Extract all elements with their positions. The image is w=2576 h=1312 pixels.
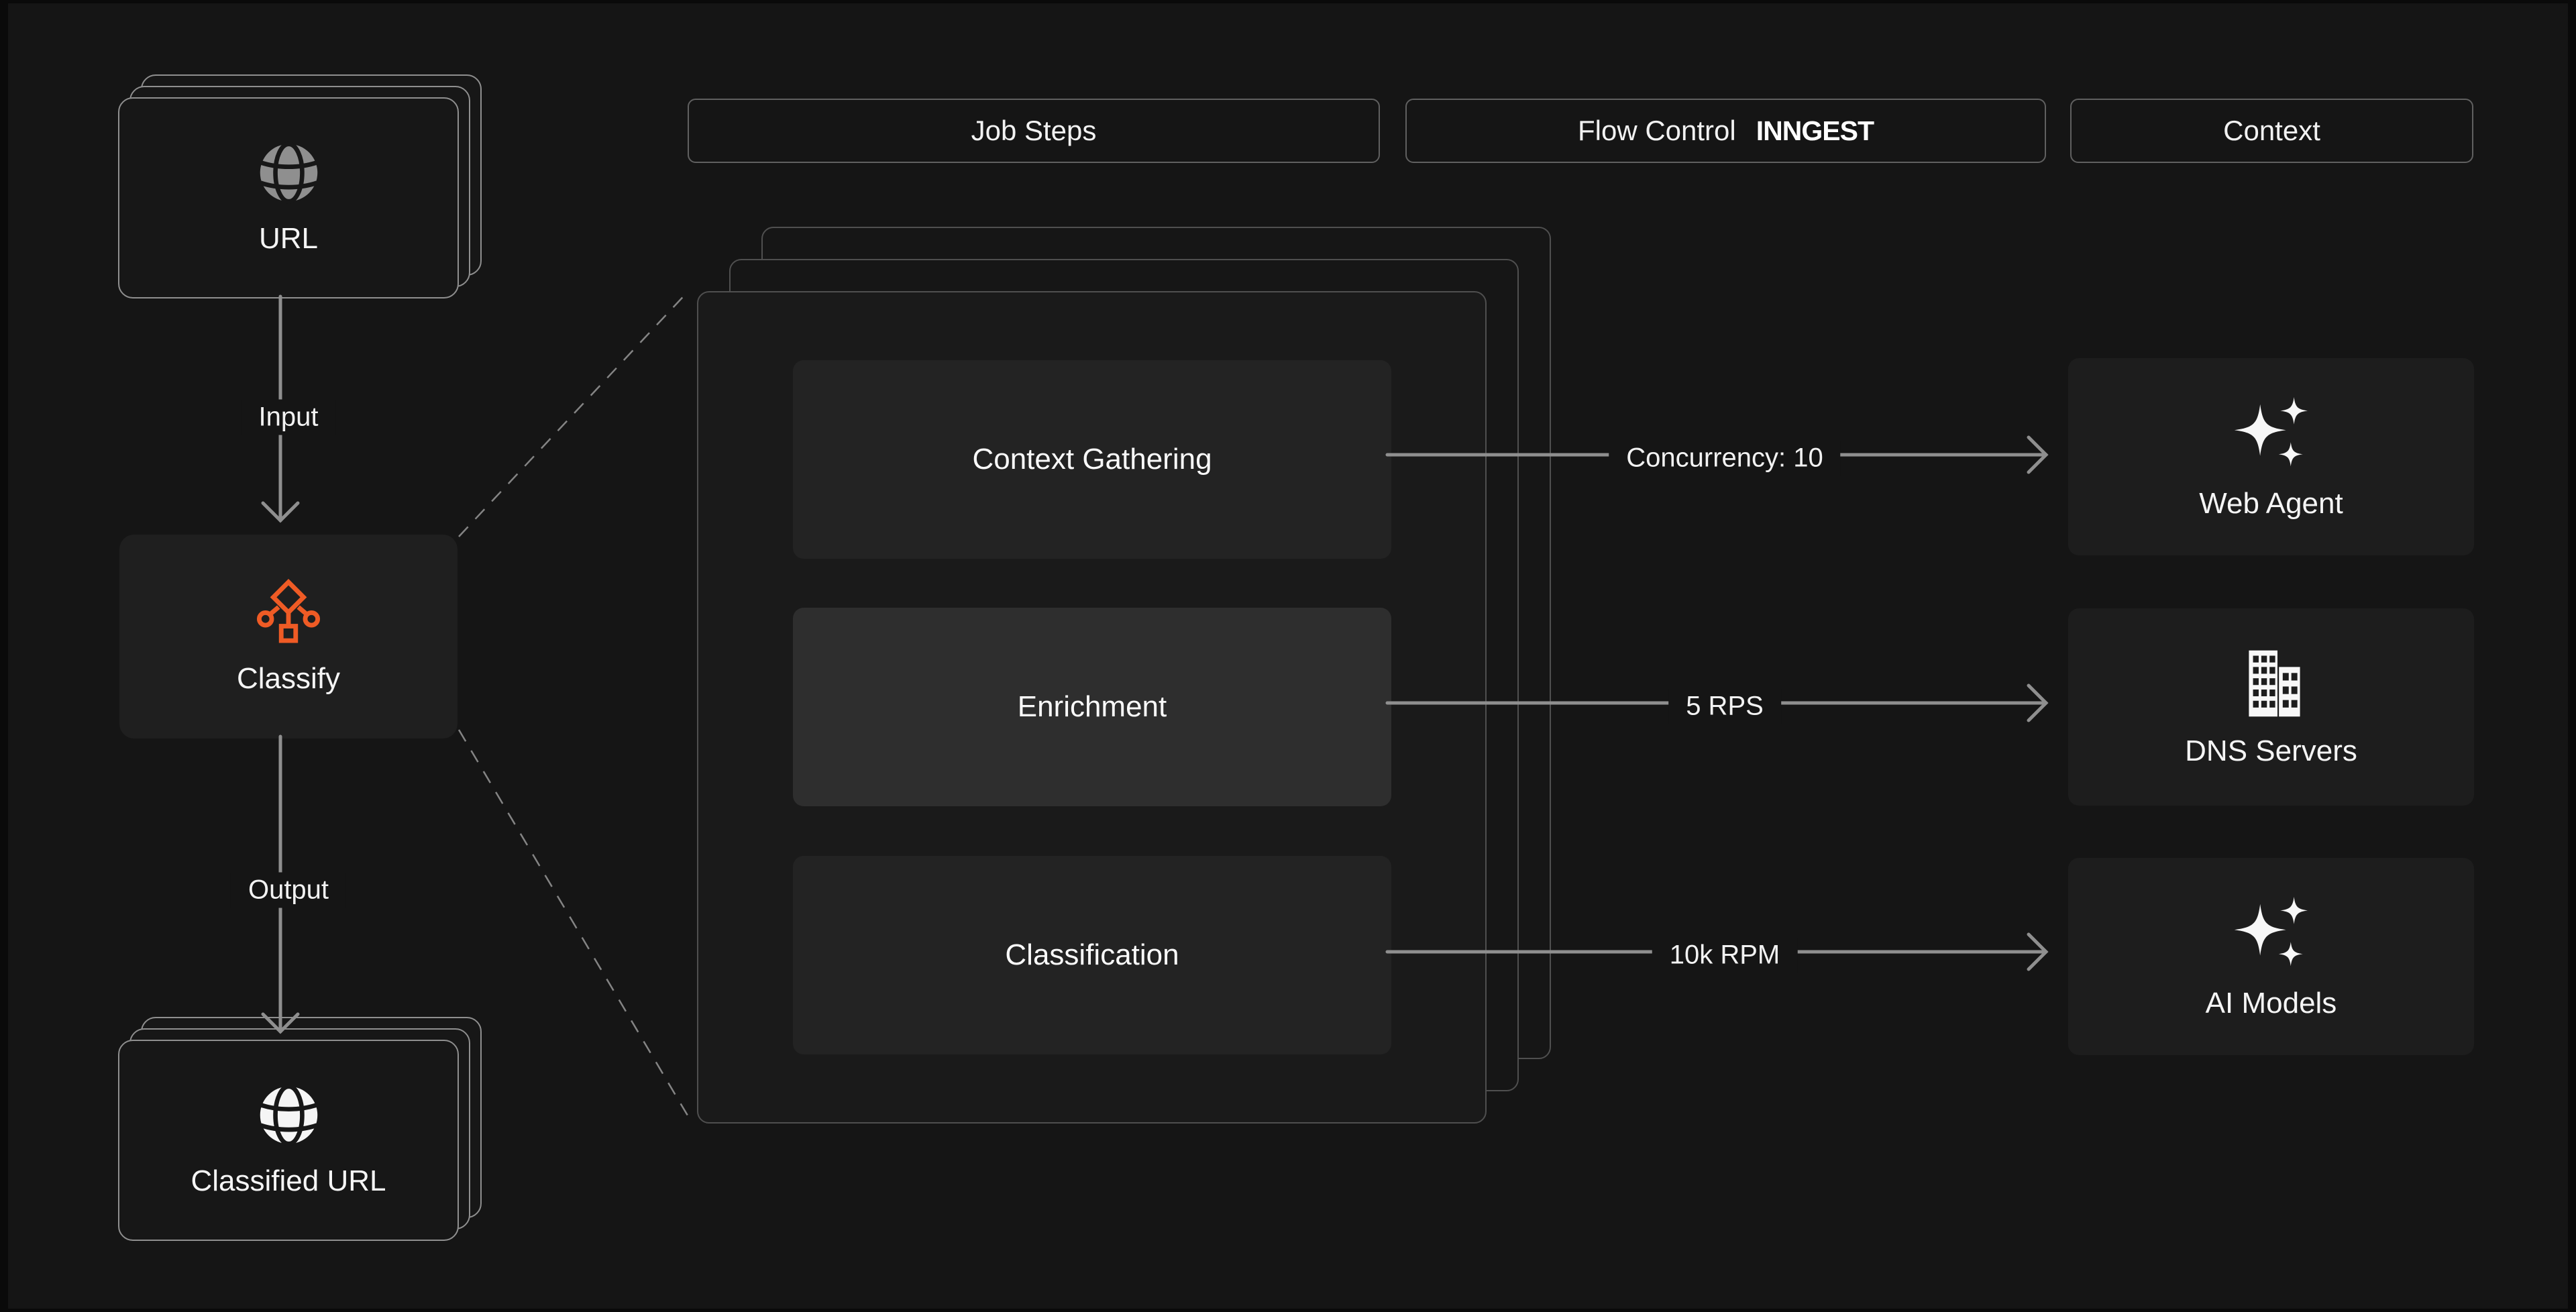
diagram-canvas: URL Classify — [8, 3, 2568, 1309]
classified-url-card-title: Classified URL — [191, 1164, 386, 1197]
globe-icon — [260, 1083, 317, 1146]
step-context-gathering: Context Gathering — [793, 360, 1391, 559]
context-card-ai-models: AI Models — [2068, 858, 2474, 1055]
context-card-title: DNS Servers — [2185, 734, 2357, 767]
header-job-steps: Job Steps — [688, 99, 1380, 163]
rpm-arrow-label: 10k RPM — [1652, 937, 1798, 973]
header-context: Context — [2070, 99, 2473, 163]
header-context-label: Context — [2223, 115, 2320, 146]
zoom-guide-bottom-dashed-line — [458, 729, 691, 1119]
sparkles-icon — [2234, 897, 2308, 967]
zoom-guide-top-dashed-line — [458, 289, 690, 537]
context-card-dns-servers: DNS Servers — [2068, 608, 2474, 806]
step-classification: Classification — [793, 856, 1391, 1054]
context-card-title: Web Agent — [2199, 487, 2343, 520]
globe-icon — [260, 141, 317, 204]
step-enrichment: Enrichment — [793, 608, 1391, 806]
concurrency-arrow-label: Concurrency: 10 — [1609, 440, 1841, 476]
context-card-web-agent: Web Agent — [2068, 358, 2474, 555]
header-flow-control: Flow Control INNGEST — [1405, 99, 2046, 163]
classify-node: Classify — [119, 535, 458, 739]
header-flow-control-label: Flow Control — [1578, 115, 1736, 146]
url-card: URL — [118, 97, 459, 298]
output-arrow-label: Output — [230, 872, 347, 908]
rps-arrow-label: 5 RPS — [1668, 688, 1781, 724]
inngest-logo: INNGEST — [1756, 115, 1874, 146]
input-arrow-label: Input — [241, 399, 336, 435]
classify-node-title: Classify — [236, 662, 341, 695]
buildings-icon — [2248, 650, 2300, 717]
header-job-steps-label: Job Steps — [971, 115, 1097, 146]
context-card-title: AI Models — [2205, 987, 2337, 1020]
step-label: Context Gathering — [972, 443, 1212, 476]
sparkles-icon — [2234, 397, 2308, 467]
step-label: Classification — [1005, 938, 1179, 971]
step-label: Enrichment — [1017, 690, 1167, 723]
classified-url-card: Classified URL — [118, 1040, 459, 1241]
url-card-title: URL — [258, 221, 319, 255]
classify-tree-icon — [256, 579, 321, 643]
